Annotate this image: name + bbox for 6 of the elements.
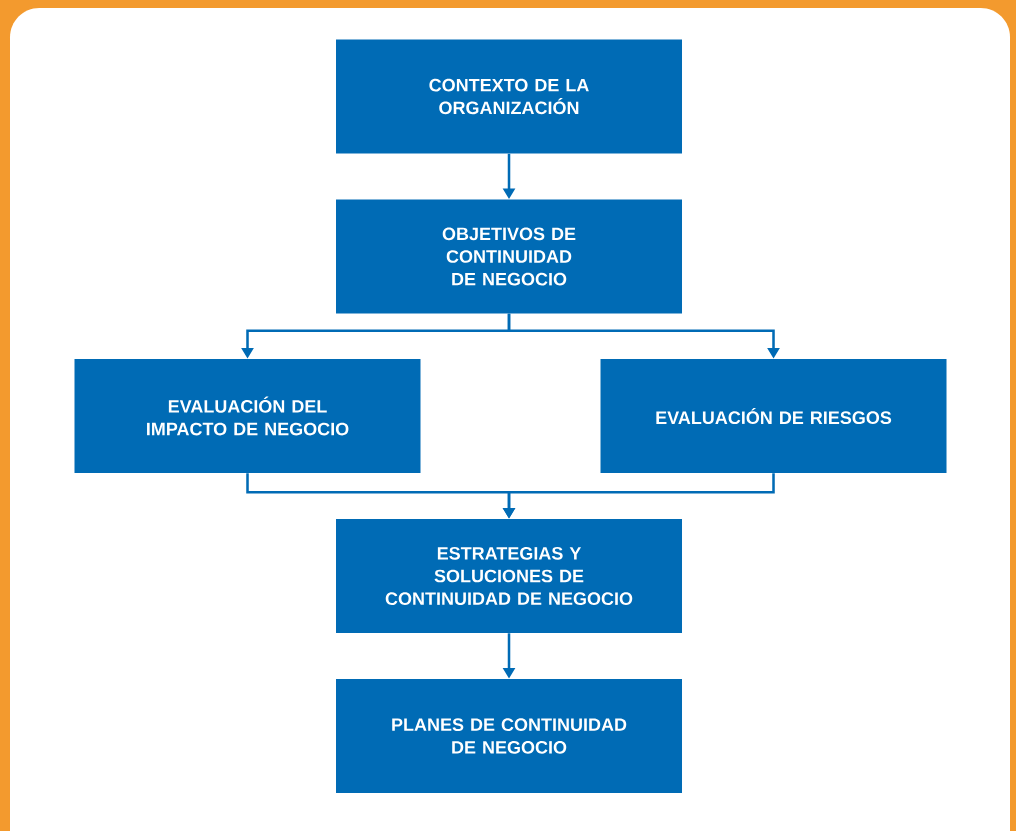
process-box: CONTEXTO DE LA ORGANIZACIÓN [336, 39, 682, 154]
process-box: EVALUACIÓN DE RIESGOS [600, 359, 947, 473]
process-box: ESTRATEGIAS Y SOLUCIONES DE CONTINUIDAD DE NEGOCIO [336, 519, 682, 633]
process-box: PLANES DE CONTINUIDAD DE NEGOCIO [336, 679, 682, 793]
process-box: OBJETIVOS DE CONTINUIDAD DE NEGOCIO [336, 199, 682, 314]
process-box: EVALUACIÓN DEL IMPACTO DE NEGOCIO [74, 359, 421, 473]
